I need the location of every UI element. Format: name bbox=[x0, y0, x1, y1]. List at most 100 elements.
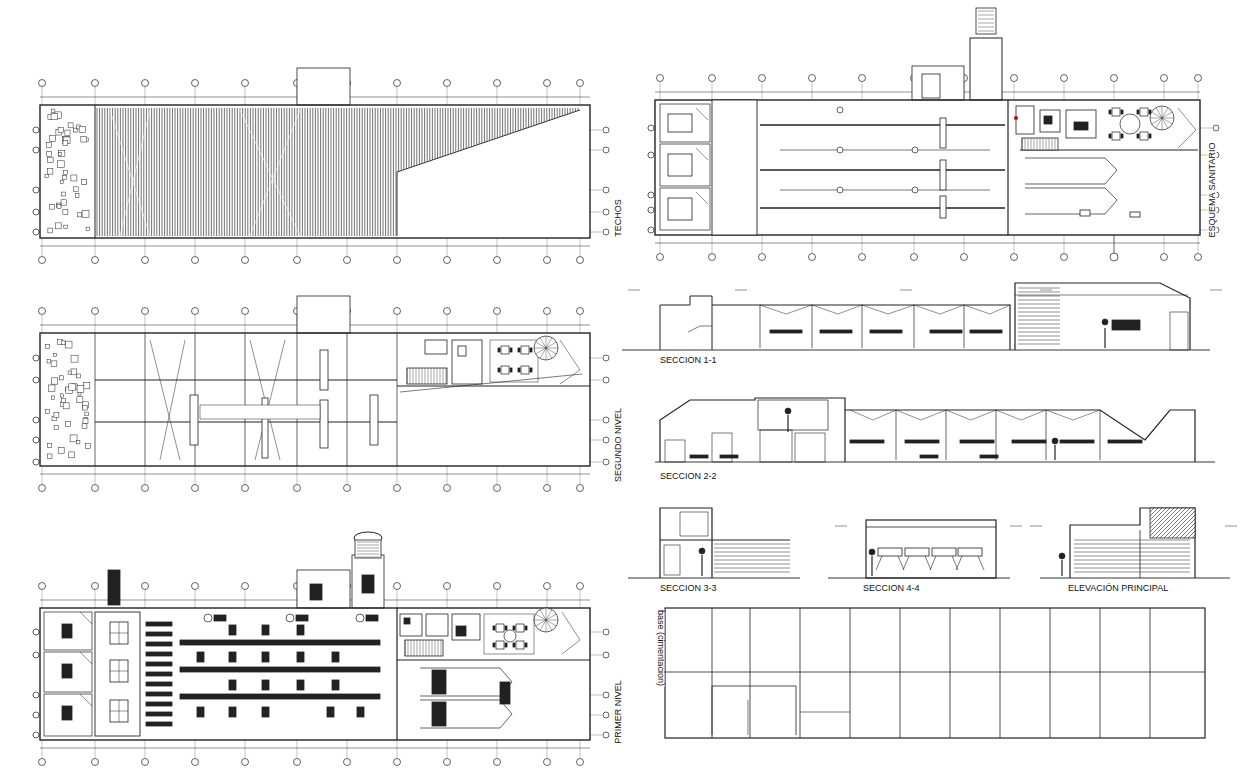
circle bbox=[577, 80, 584, 87]
line bbox=[544, 108, 545, 122]
circle bbox=[1150, 106, 1174, 130]
line bbox=[1018, 344, 1060, 345]
rect bbox=[456, 626, 466, 636]
rect bbox=[74, 187, 79, 192]
line bbox=[590, 130, 602, 131]
line bbox=[95, 105, 96, 238]
line bbox=[546, 336, 547, 348]
line bbox=[1014, 235, 1015, 253]
line bbox=[347, 238, 348, 256]
line bbox=[237, 108, 238, 236]
circle bbox=[577, 257, 584, 264]
line bbox=[426, 640, 427, 656]
line bbox=[1188, 531, 1195, 538]
rect bbox=[62, 664, 72, 678]
sheet-title: PRIMER NIVEL bbox=[614, 679, 623, 745]
line bbox=[440, 368, 441, 384]
rect bbox=[297, 296, 350, 333]
line bbox=[565, 108, 566, 115]
line bbox=[714, 568, 790, 569]
line bbox=[297, 740, 298, 758]
rect bbox=[45, 174, 48, 177]
rect bbox=[1112, 320, 1140, 330]
line bbox=[1074, 568, 1190, 569]
line bbox=[546, 608, 547, 620]
circle bbox=[603, 377, 609, 383]
rect bbox=[958, 548, 982, 556]
line bbox=[125, 108, 126, 236]
rect bbox=[48, 157, 53, 162]
rect bbox=[1074, 122, 1088, 130]
line bbox=[590, 212, 602, 213]
rect bbox=[86, 227, 89, 230]
circle bbox=[494, 80, 501, 87]
circle bbox=[809, 75, 816, 82]
line bbox=[481, 108, 482, 143]
line bbox=[580, 238, 581, 256]
rect bbox=[912, 66, 964, 100]
line bbox=[188, 108, 189, 236]
line bbox=[1074, 544, 1190, 545]
line bbox=[540, 610, 546, 620]
circle bbox=[142, 308, 149, 315]
circle bbox=[242, 485, 249, 492]
line bbox=[559, 108, 560, 117]
circle bbox=[33, 652, 39, 658]
line bbox=[396, 608, 397, 740]
line bbox=[590, 632, 602, 633]
rect bbox=[940, 118, 946, 148]
line bbox=[414, 108, 415, 166]
line bbox=[468, 108, 469, 148]
line bbox=[357, 551, 379, 552]
line bbox=[149, 108, 150, 236]
rect bbox=[197, 707, 204, 717]
line bbox=[1018, 312, 1060, 313]
rect bbox=[146, 712, 172, 716]
rect bbox=[58, 127, 63, 132]
line bbox=[42, 740, 43, 758]
line bbox=[1018, 316, 1060, 317]
circle bbox=[356, 614, 364, 622]
circle bbox=[648, 125, 654, 131]
line bbox=[714, 548, 790, 549]
line bbox=[1150, 508, 1154, 512]
rect bbox=[180, 694, 380, 699]
rect bbox=[64, 225, 67, 228]
circle bbox=[1052, 438, 1058, 444]
circle bbox=[869, 549, 875, 555]
rect bbox=[71, 355, 78, 362]
circle bbox=[603, 459, 609, 465]
line bbox=[590, 358, 602, 359]
rect bbox=[61, 192, 65, 196]
line bbox=[862, 235, 863, 253]
outline bbox=[660, 296, 712, 350]
line bbox=[547, 315, 548, 333]
circle bbox=[504, 630, 516, 642]
circle bbox=[92, 308, 99, 315]
rect bbox=[320, 400, 328, 448]
rect bbox=[970, 330, 1002, 333]
line bbox=[417, 640, 418, 656]
line bbox=[227, 108, 228, 236]
rect bbox=[496, 624, 504, 632]
circle bbox=[39, 257, 46, 264]
line bbox=[437, 108, 438, 158]
circle bbox=[1011, 254, 1018, 261]
line bbox=[590, 695, 602, 696]
rect bbox=[48, 228, 53, 233]
line bbox=[128, 108, 129, 236]
line bbox=[590, 440, 602, 441]
line bbox=[294, 108, 295, 236]
circle bbox=[344, 257, 351, 264]
line bbox=[250, 340, 280, 460]
line bbox=[546, 342, 556, 348]
line bbox=[862, 82, 863, 100]
rect bbox=[68, 371, 71, 374]
line bbox=[540, 338, 546, 348]
outline bbox=[850, 410, 1100, 420]
rect bbox=[69, 452, 75, 458]
line bbox=[523, 108, 524, 129]
rect bbox=[62, 706, 72, 720]
line bbox=[145, 590, 146, 608]
rect bbox=[425, 340, 447, 354]
